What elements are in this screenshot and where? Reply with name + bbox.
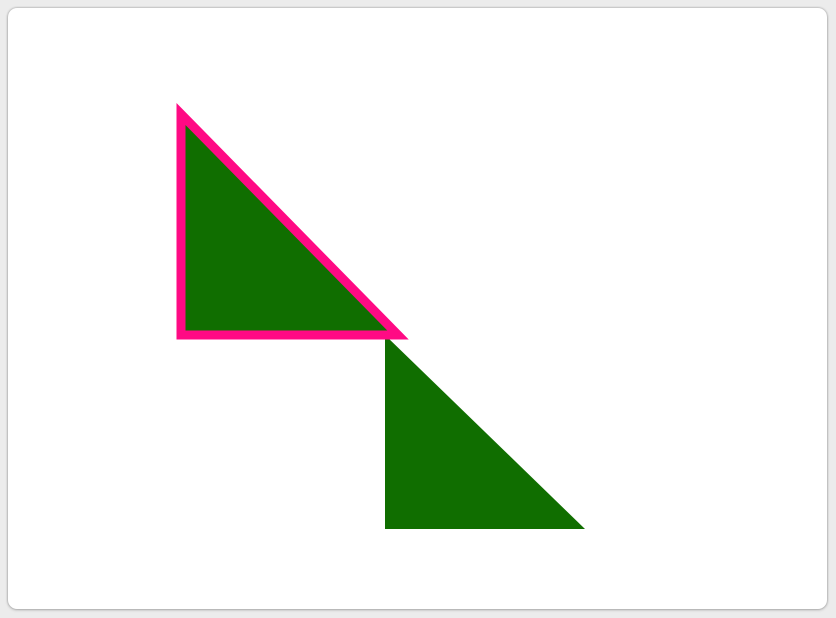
puzzle-card: [8, 8, 827, 609]
triangle-piece-lower[interactable]: [385, 335, 585, 529]
puzzle-board: [176, 102, 585, 529]
triangle-piece-selected[interactable]: [176, 102, 409, 340]
